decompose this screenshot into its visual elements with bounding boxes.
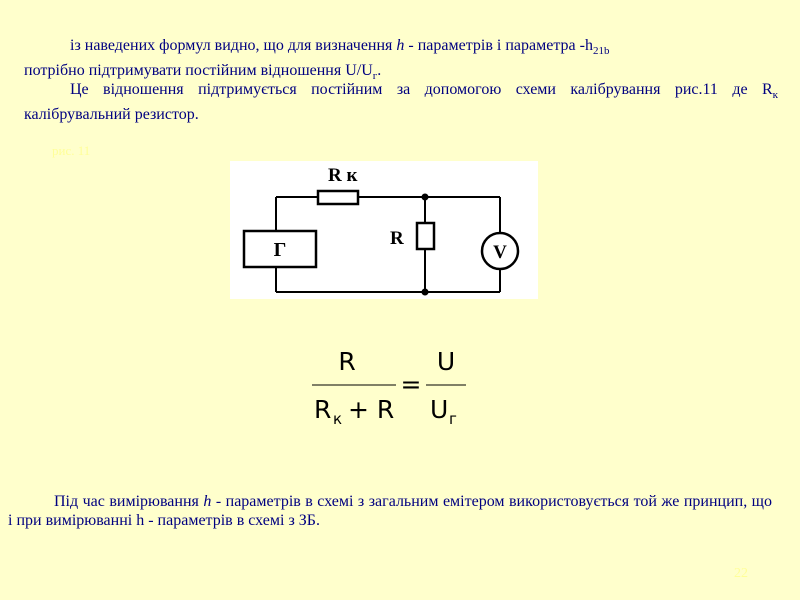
paragraph-1-text: із наведених формул видно, що для визнач… (70, 37, 397, 54)
circuit-wires (275, 196, 501, 293)
formula-numerator-right: U (437, 347, 455, 376)
r-label: R (390, 228, 404, 249)
paragraph-3-text: Під час вимірювання (54, 493, 204, 510)
paragraph-2-text-2: калібрувальний резистор. (24, 106, 199, 124)
generator-box (242, 229, 318, 269)
generator-label: Г (274, 239, 287, 261)
paragraph-1: із наведених формул видно, що для визнач… (24, 36, 778, 86)
paragraph-3: Під час вимірювання h - параметрів в схе… (8, 492, 772, 530)
paragraph-1-line-2: потрібно підтримувати постійним відношен… (24, 62, 373, 80)
formula-numerator-left: R (338, 347, 355, 376)
page-number: 22 (734, 566, 748, 581)
figure-label: рис. 11 (52, 143, 91, 158)
formula-den-rk: R (314, 395, 331, 424)
rk-resistor (316, 189, 360, 206)
subscript-21b: 21b (592, 45, 610, 58)
rk-label: R к (328, 165, 357, 186)
voltmeter-circle (480, 231, 520, 271)
paragraph-2: Це відношення підтримується постійним за… (24, 80, 778, 124)
r-resistor (415, 221, 436, 251)
voltmeter-label: V (493, 242, 507, 263)
subscript-g: г (372, 70, 378, 83)
paragraph-3-text-2: - параметрів в схемі з загальним емітеро… (8, 493, 772, 529)
formula-den-plus-r: + R (348, 395, 394, 424)
paragraph-1-end: . (377, 62, 382, 80)
h-symbol-2: h (203, 493, 212, 510)
h-symbol: h (396, 37, 405, 54)
calibration-formula: R R к + R = U U г (312, 347, 466, 428)
paragraph-2-text: Це відношення підтримується постійним за… (70, 81, 773, 98)
formula-den-u: U (430, 395, 448, 424)
formula-den-rk-sub: к (333, 410, 342, 428)
formula-equals: = (401, 370, 422, 399)
paragraph-1-text-2: - параметрів і параметра -h (404, 37, 593, 54)
junction-bottom (421, 288, 429, 296)
calibration-circuit-diagram: R к R Г V (230, 161, 538, 299)
junction-top (421, 193, 429, 201)
subscript-k: к (772, 89, 778, 102)
formula-den-u-sub: г (449, 410, 457, 428)
